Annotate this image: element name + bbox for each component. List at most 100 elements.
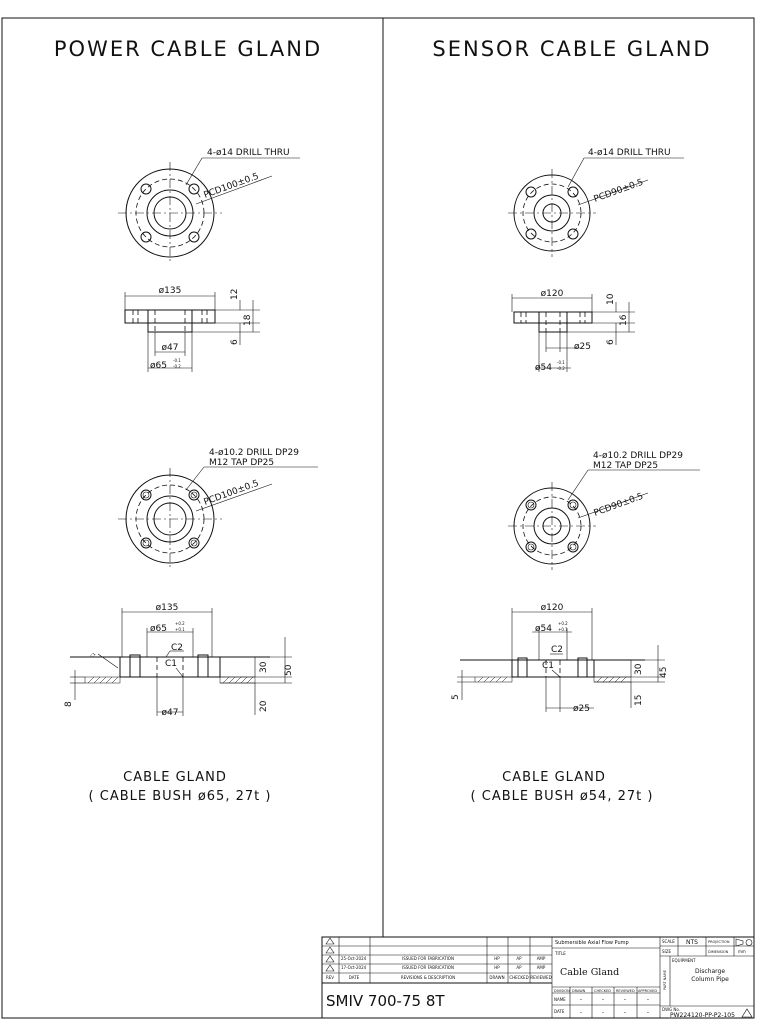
bottom-flange-section-view: ø135 ø65 +0.2 +0.1 C2 C1 C1 30 50 20 xyxy=(64,603,294,718)
rev-checked: AP xyxy=(516,956,522,961)
caption-line-2: ( CABLE BUSH ø54, 27t ) xyxy=(471,789,654,804)
chamfer-c2: C2 xyxy=(551,645,563,655)
pcd-note: PCD100±0.5 xyxy=(203,479,261,508)
sign-dash: - xyxy=(647,996,649,1003)
rev-header-date: DATE xyxy=(349,975,360,980)
sign-date-label: DATE xyxy=(554,1009,565,1014)
dim-30: 30 xyxy=(634,663,644,675)
top-flange-section-view: ø135 12 18 6 ø47 ø65 -0.1 -0.2 xyxy=(124,286,260,372)
panel-title: SENSOR CABLE GLAND xyxy=(432,37,711,61)
dim-inner-dia: ø47 xyxy=(162,343,179,353)
rev-checked: AP xyxy=(516,965,522,970)
equipment-label: EQUIPMENT xyxy=(672,958,696,963)
hole-note-2: M12 TAP DP25 xyxy=(209,458,274,468)
rev-date: 25-Oct-2024 xyxy=(341,956,367,961)
rev-desc: ISSUED FOR FABRICATION xyxy=(402,965,454,970)
dimension-unit: mm xyxy=(738,949,746,954)
rev-date: 17-Oct-2024 xyxy=(341,965,367,970)
bolt-holes xyxy=(525,186,579,240)
top-flange-section-view: ø120 10 16 6 ø25 ø54 -0.1 -0.2 xyxy=(511,289,635,373)
rev-header-checked: CHECKED xyxy=(509,975,528,980)
sign-dash: - xyxy=(580,1009,582,1016)
dim-20: 20 xyxy=(259,700,269,712)
chamfer-c1: C1 xyxy=(542,661,554,671)
caption-line-1: CABLE GLAND xyxy=(502,770,606,785)
pcd-note: PCD90±0.5 xyxy=(593,492,645,519)
dim-t1: 10 xyxy=(606,293,616,305)
dim-inner-dia: ø47 xyxy=(162,708,179,718)
dwg-label: DWG No. xyxy=(662,1007,680,1012)
equipment-line-1: Discharge xyxy=(695,968,725,975)
top-flange-plan-view: 4-ø14 DRILL THRU PCD100±0.5 xyxy=(118,148,300,264)
rev-drawn: HP xyxy=(494,965,500,970)
dimension-label: DIMENSION xyxy=(708,950,729,954)
chamfer-c1: C1 xyxy=(165,659,177,669)
dim-5: 5 xyxy=(451,694,461,700)
rev-header-reviewed: REVIEWED xyxy=(530,975,551,980)
drawing-title: Cable Gland xyxy=(560,967,619,978)
dim-inner-dia: ø25 xyxy=(573,704,590,714)
scale-value: NTS xyxy=(686,939,698,946)
dim-inner-dia: ø25 xyxy=(574,342,591,352)
hole-note-2: M12 TAP DP25 xyxy=(593,461,658,471)
sign-dash: - xyxy=(602,996,604,1003)
dim-30: 30 xyxy=(259,661,269,673)
rev-approved: AMP xyxy=(537,956,546,961)
dim-15: 15 xyxy=(634,695,644,706)
projection-symbol-icon xyxy=(735,938,753,947)
tol-lower: -0.2 xyxy=(557,366,565,371)
bottom-flange-plan-view: 4-ø10.2 DRILL DP29 M12 TAP DP25 PCD100±0… xyxy=(118,448,318,570)
tol-upper: -0.1 xyxy=(557,360,565,365)
dim-boss-dia: ø65 xyxy=(150,624,167,634)
project-number: SMIV 700-75 8T xyxy=(326,992,445,1010)
tapped-holes xyxy=(525,499,579,553)
bottom-flange-plan-view: 4-ø10.2 DRILL DP29 M12 TAP DP25 PCD90±0.… xyxy=(508,451,700,570)
tol-upper: +0.2 xyxy=(558,621,568,626)
equipment-line-2: Column Pipe xyxy=(691,976,729,983)
tol-upper: +0.2 xyxy=(175,621,185,626)
tol-lower: -0.2 xyxy=(173,364,181,369)
revision-triangles xyxy=(325,937,335,972)
tol-lower: +0.1 xyxy=(175,627,185,632)
hole-note-1: 4-ø10.2 DRILL DP29 xyxy=(593,451,683,461)
rev-header-drawn: DRAWN xyxy=(489,975,504,980)
dim-outer-dia: ø120 xyxy=(541,289,564,299)
dim-boss-dia: ø54 xyxy=(535,363,552,373)
right-panel: SENSOR CABLE GLAND 4-ø14 DRILL THRU PCD9… xyxy=(432,37,711,804)
top-flange-plan-view: 4-ø14 DRILL THRU PCD90±0.5 xyxy=(508,148,684,257)
drawing-number: PW224120-PP-P2-105 xyxy=(670,1012,735,1019)
pcd-note: PCD100±0.5 xyxy=(203,172,261,201)
dim-boss-dia: ø65 xyxy=(150,361,167,371)
sign-dash: - xyxy=(647,1009,649,1016)
dim-t3: 6 xyxy=(606,339,616,345)
dim-t3: 6 xyxy=(230,339,240,345)
pcd-note: PCD90±0.5 xyxy=(593,178,645,205)
sign-approved: APPROVED xyxy=(638,989,657,993)
dim-8: 8 xyxy=(64,701,74,707)
bolt-holes xyxy=(140,183,200,243)
hole-note-1: 4-ø10.2 DRILL DP29 xyxy=(209,448,299,458)
dim-t1: 12 xyxy=(230,289,240,300)
sign-dash: - xyxy=(602,1009,604,1016)
dim-outer-dia: ø120 xyxy=(541,603,564,613)
title-label: TITLE xyxy=(554,951,566,956)
tapped-holes xyxy=(140,489,200,549)
caption-line-1: CABLE GLAND xyxy=(123,770,227,785)
left-panel: POWER CABLE GLAND 4-ø14 DRILL THRU PCD10… xyxy=(54,37,320,804)
dim-boss-dia: ø54 xyxy=(535,624,552,634)
caption-line-2: ( CABLE BUSH ø65, 27t ) xyxy=(89,789,272,804)
revision-triangle-icon xyxy=(741,1008,753,1018)
projection-label: PROJECTION xyxy=(708,940,730,944)
part-label: PART NAME xyxy=(663,970,667,990)
sign-reviewed: REVIEWED xyxy=(616,989,635,993)
dim-outer-dia: ø135 xyxy=(159,286,182,296)
sheet-border xyxy=(1,17,755,1019)
hole-note: 4-ø14 DRILL THRU xyxy=(588,148,671,158)
size-label: SIZE xyxy=(662,949,671,954)
project-name: Submersible Axial Flow Pump xyxy=(555,940,629,946)
chamfer-c2: C2 xyxy=(171,643,183,653)
sign-drawn: DRAWN xyxy=(572,989,586,993)
sign-division: DIVISION xyxy=(554,989,570,993)
dim-45: 45 xyxy=(659,667,669,678)
